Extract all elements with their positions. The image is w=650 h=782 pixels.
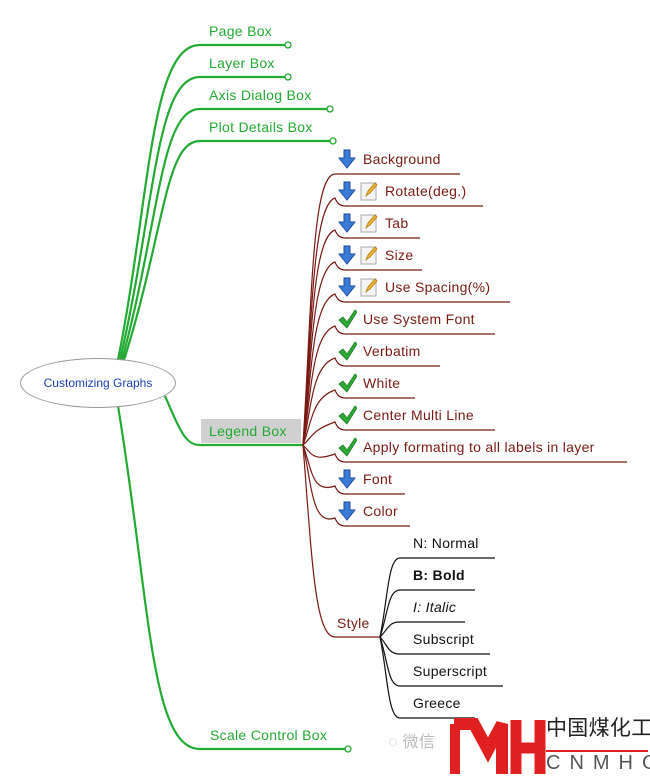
style-connector [379,557,495,638]
style-item[interactable]: B: Bold [413,567,465,583]
branch-axis-dialog-box[interactable]: Axis Dialog Box [209,87,312,103]
legend-item-label: Color [363,503,398,519]
style-item[interactable]: Superscript [413,663,488,679]
style-item[interactable]: N: Normal [413,535,479,551]
legend-item-label: Background [363,151,441,167]
legend-item-label: Use Spacing(%) [385,279,491,295]
wechat-text: 微信 [402,734,436,751]
branch-plot-details-box[interactable]: Plot Details Box [209,119,313,135]
check-icon [338,437,357,457]
arrow-down-icon [337,149,357,169]
legend-connector [302,421,495,446]
arrow-down-icon [337,469,357,489]
style-item[interactable]: Greece [413,695,461,711]
legend-item-label: Apply formating to all labels in layer [363,439,595,455]
branch-scale-control-box[interactable]: Scale Control Box [210,727,328,743]
check-icon [338,405,357,425]
style-node[interactable]: Style [337,615,370,631]
legend-connector [302,444,627,463]
legend-item-label: Size [385,247,414,263]
branch-page-box[interactable]: Page Box [209,23,273,39]
branch-layer-box[interactable]: Layer Box [209,55,275,71]
arrow-down-icon [337,277,357,297]
check-icon [338,373,357,393]
legend-item-label: Verbatim [363,343,421,359]
style-connector [379,636,475,719]
legend-connector [302,389,415,446]
style-connector [379,589,475,638]
legend-box-highlight [201,419,301,443]
style-connector [379,636,503,687]
style-connector [379,621,465,638]
legend-connector [302,293,510,446]
logo-cn-text: 中国煤化工 [546,717,650,740]
edit-icon [360,214,378,233]
legend-item-label: Use System Font [363,311,475,327]
arrow-down-icon [337,245,357,265]
check-icon [338,309,357,329]
legend-item-label: Center Multi Line [363,407,474,423]
edit-icon [360,278,378,297]
arrow-down-icon [337,501,357,521]
style-connector [379,636,490,655]
legend-item-label: Font [363,471,393,487]
arrow-down-icon [337,213,357,233]
legend-connector [302,197,483,446]
legend-connector [302,357,440,446]
root-node[interactable]: Customizing Graphs [20,358,176,408]
wechat-watermark: ◌ 微信 [388,734,436,751]
check-icon [338,341,357,361]
legend-item-label: White [363,375,401,391]
root-label: Customizing Graphs [43,376,153,390]
legend-item-label: Rotate(deg.) [385,183,467,199]
branch-legend-box[interactable]: Legend Box [209,423,287,439]
cnmhg-logo: 中国煤化工 CNMHG [448,714,650,782]
edit-icon [360,182,378,201]
legend-connector [302,261,422,446]
legend-connector [302,444,410,527]
style-item[interactable]: I: Italic [413,599,457,615]
legend-connector [302,325,495,446]
style-item[interactable]: Subscript [413,631,475,647]
legend-item-label: Tab [385,215,409,231]
legend-connector [302,229,420,446]
edit-icon [360,246,378,265]
legend-connector [302,444,405,495]
arrow-down-icon [337,181,357,201]
logo-en-text: CNMHG [546,752,650,774]
